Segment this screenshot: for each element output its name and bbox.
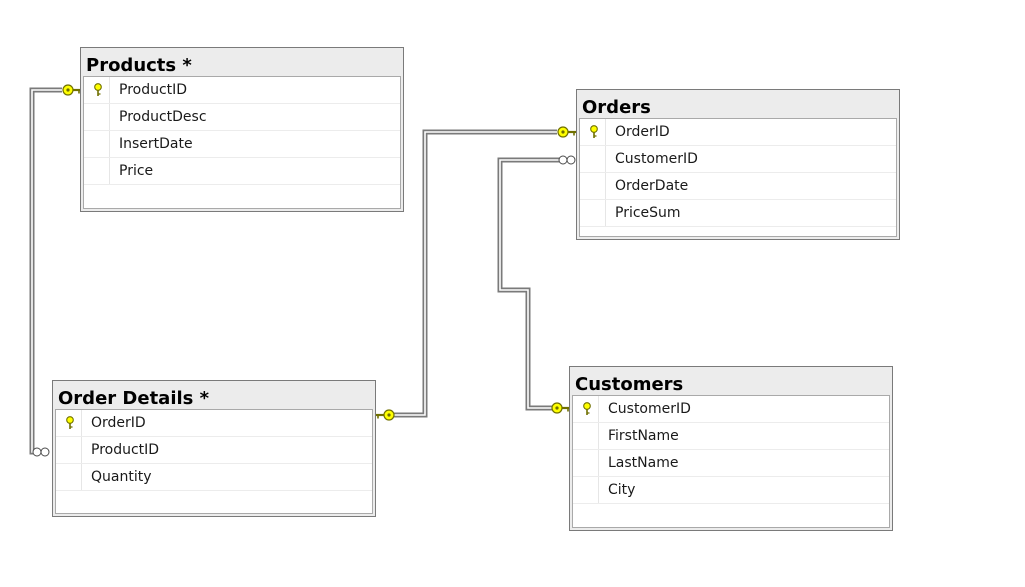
table-title[interactable]: Order Details * [58,388,210,409]
key-cell [573,477,599,503]
column-row[interactable]: City [573,477,889,504]
key-cell [84,104,110,130]
key-icon [94,83,102,96]
key-icon [376,409,395,421]
key-cell [573,450,599,476]
key-icon [62,84,81,96]
key-cell [56,464,82,490]
key-icon [66,416,74,429]
key-cell [56,437,82,463]
column-row[interactable]: ProductID [84,77,400,104]
column-row[interactable]: LastName [573,450,889,477]
table-customers[interactable]: Customers CustomerID FirstName LastName [569,366,893,531]
key-icon [583,402,591,415]
primary-key-cell [580,119,606,145]
column-row[interactable]: OrderID [56,410,372,437]
column-name: InsertDate [119,136,193,152]
table-title[interactable]: Products * [86,55,192,76]
column-list: ProductID ProductDesc InsertDate Price [83,76,401,209]
infinity-icon [32,447,50,457]
table-orders[interactable]: Orders OrderID CustomerID OrderDate [576,89,900,240]
column-row[interactable]: ProductDesc [84,104,400,131]
key-icon [590,125,598,138]
column-list: OrderID ProductID Quantity [55,409,373,514]
column-name: OrderID [615,124,670,140]
column-name: ProductDesc [119,109,207,125]
column-row[interactable]: OrderDate [580,173,896,200]
key-icon [551,402,570,414]
relationship-orders-order-details[interactable] [376,126,576,421]
primary-key-cell [56,410,82,436]
table-products[interactable]: Products * ProductID ProductDesc Insert [80,47,404,212]
column-list: OrderID CustomerID OrderDate PriceSum [579,118,897,237]
key-cell [580,173,606,199]
table-title[interactable]: Orders [582,97,651,118]
column-name: Quantity [91,469,152,485]
column-row[interactable]: CustomerID [580,146,896,173]
infinity-icon [558,155,576,165]
key-cell [84,158,110,184]
column-name: OrderDate [615,178,689,194]
column-name: City [608,482,636,498]
column-name: Price [119,163,154,179]
column-row[interactable]: OrderID [580,119,896,146]
key-icon [557,126,576,138]
column-name: PriceSum [615,205,681,221]
column-name: ProductID [91,442,160,458]
key-cell [580,146,606,172]
column-row[interactable]: Price [84,158,400,185]
key-cell [84,131,110,157]
column-row[interactable]: InsertDate [84,131,400,158]
column-name: OrderID [91,415,146,431]
primary-key-cell [84,77,110,103]
table-title[interactable]: Customers [575,374,684,395]
column-name: FirstName [608,428,679,444]
table-order-details[interactable]: Order Details * OrderID ProductID Quant [52,380,376,517]
column-row[interactable]: FirstName [573,423,889,450]
key-cell [580,200,606,226]
column-list: CustomerID FirstName LastName City [572,395,890,528]
relationship-customers-orders[interactable] [497,155,576,414]
column-row[interactable]: PriceSum [580,200,896,227]
column-row[interactable]: ProductID [56,437,372,464]
column-name: LastName [608,455,679,471]
column-name: CustomerID [615,151,698,167]
column-name: CustomerID [608,401,691,417]
relationship-products-order-details[interactable] [29,84,81,457]
column-row[interactable]: Quantity [56,464,372,491]
key-cell [573,423,599,449]
primary-key-cell [573,396,599,422]
column-row[interactable]: CustomerID [573,396,889,423]
column-name: ProductID [119,82,188,98]
